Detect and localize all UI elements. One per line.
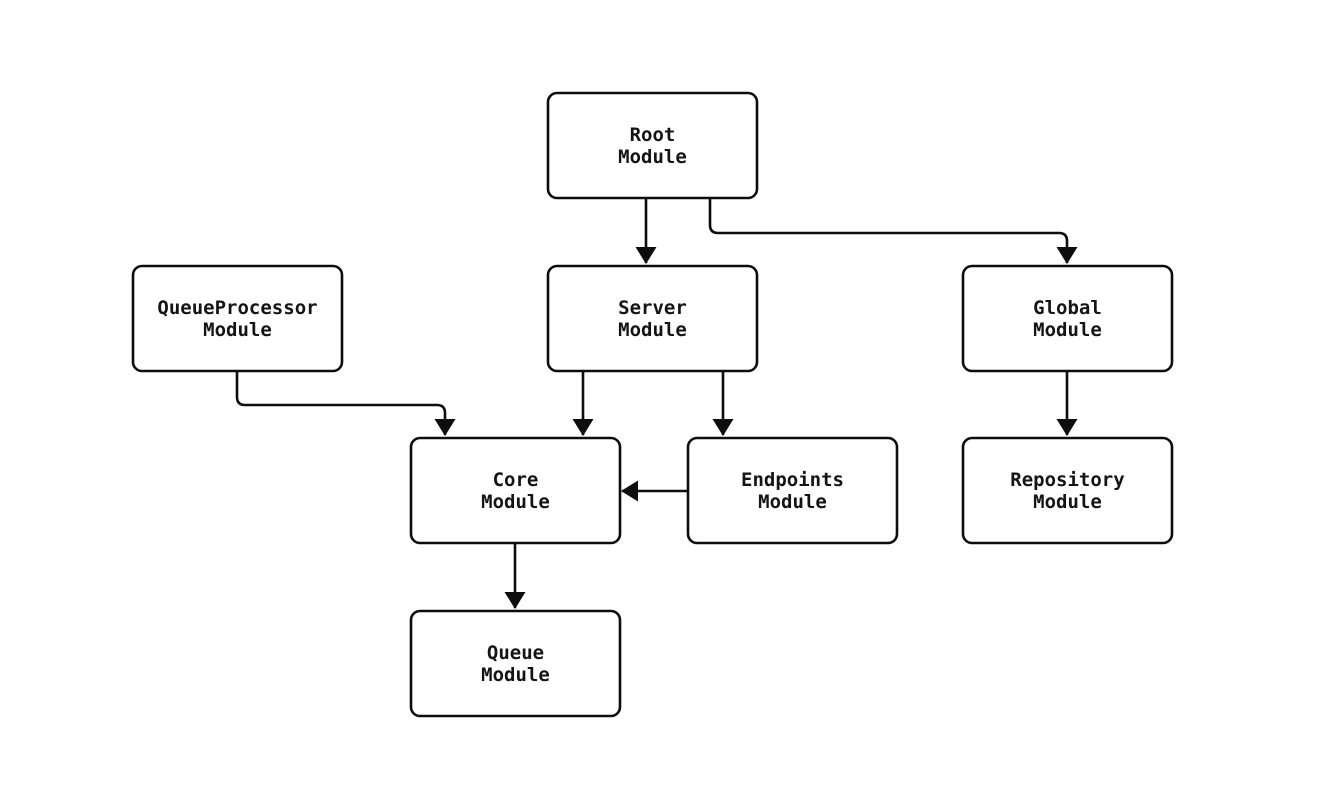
node-box — [546, 91, 759, 200]
node-box — [409, 609, 622, 718]
edges-layer — [235, 198, 1078, 609]
node-box — [546, 264, 759, 373]
node-box — [961, 264, 1174, 373]
node-box — [961, 436, 1174, 545]
node-box — [409, 436, 622, 545]
node-box — [131, 264, 344, 373]
edge-root-to-global — [708, 198, 1078, 264]
edge-queueprocessor-to-core — [235, 371, 456, 436]
node-box — [686, 436, 899, 545]
